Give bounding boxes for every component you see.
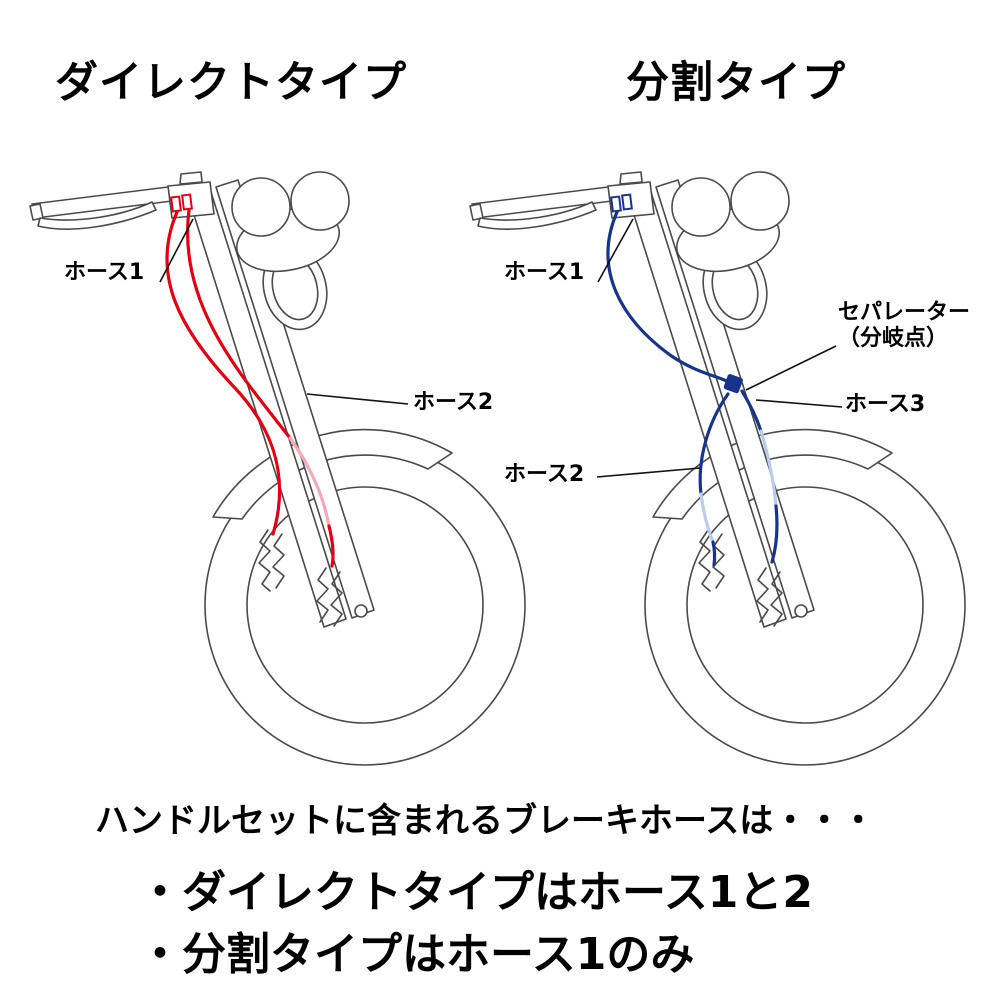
separator-block bbox=[723, 374, 743, 394]
red-brake-hoses bbox=[165, 193, 335, 568]
hose2-red-upper bbox=[186, 208, 292, 440]
hose2-red-behind-fork bbox=[288, 436, 331, 528]
label-separator-line1: セパレーター bbox=[838, 300, 971, 325]
left-diagram-title: ダイレクトタイプ bbox=[55, 58, 407, 108]
hose-fitting bbox=[610, 195, 622, 213]
label-hose3-right: ホース3 bbox=[845, 392, 926, 417]
leader-hose2-left bbox=[306, 393, 409, 405]
hose2-blue-lower bbox=[711, 540, 717, 567]
leader-lines bbox=[159, 218, 843, 478]
hose2-blue-behind-fork bbox=[699, 492, 715, 544]
hose-fitting bbox=[621, 193, 633, 211]
leader-hose1-right bbox=[597, 218, 634, 283]
hose2-red-lower bbox=[327, 524, 335, 568]
hose3-blue-upper bbox=[740, 389, 763, 433]
label-separator: セパレーター （分岐点） bbox=[838, 300, 970, 352]
footer-intro: ハンドルセットに含まれるブレーキホースは・・・ bbox=[95, 801, 876, 841]
label-separator-line2: （分岐点） bbox=[838, 326, 949, 351]
hose1-red bbox=[165, 210, 282, 536]
leader-hose1-left bbox=[159, 218, 194, 283]
label-hose2-right: ホース2 bbox=[504, 462, 585, 487]
hose2-blue-upper bbox=[698, 392, 730, 496]
right-diagram-title: 分割タイプ bbox=[626, 58, 846, 108]
leader-hose2-right bbox=[596, 467, 701, 478]
hose3-blue-lower bbox=[770, 504, 779, 564]
label-hose2-left: ホース2 bbox=[413, 390, 494, 415]
hose-fitting bbox=[170, 195, 182, 213]
hose3-blue-behind-fork bbox=[759, 429, 778, 508]
footer-bullet-direct: ・ダイレクトタイプはホース1と2 bbox=[138, 867, 814, 918]
hose1-blue bbox=[606, 210, 733, 385]
leader-separator bbox=[745, 345, 837, 391]
label-hose1-right: ホース1 bbox=[504, 260, 585, 285]
footer-bullet-split: ・分割タイプはホース1のみ bbox=[138, 929, 695, 980]
left-bike bbox=[29, 171, 526, 766]
blue-brake-hoses bbox=[606, 193, 779, 567]
right-bike bbox=[469, 171, 966, 766]
hose-fitting bbox=[181, 193, 193, 211]
label-hose1-left: ホース1 bbox=[64, 260, 145, 285]
leader-hose3-right bbox=[755, 399, 843, 408]
